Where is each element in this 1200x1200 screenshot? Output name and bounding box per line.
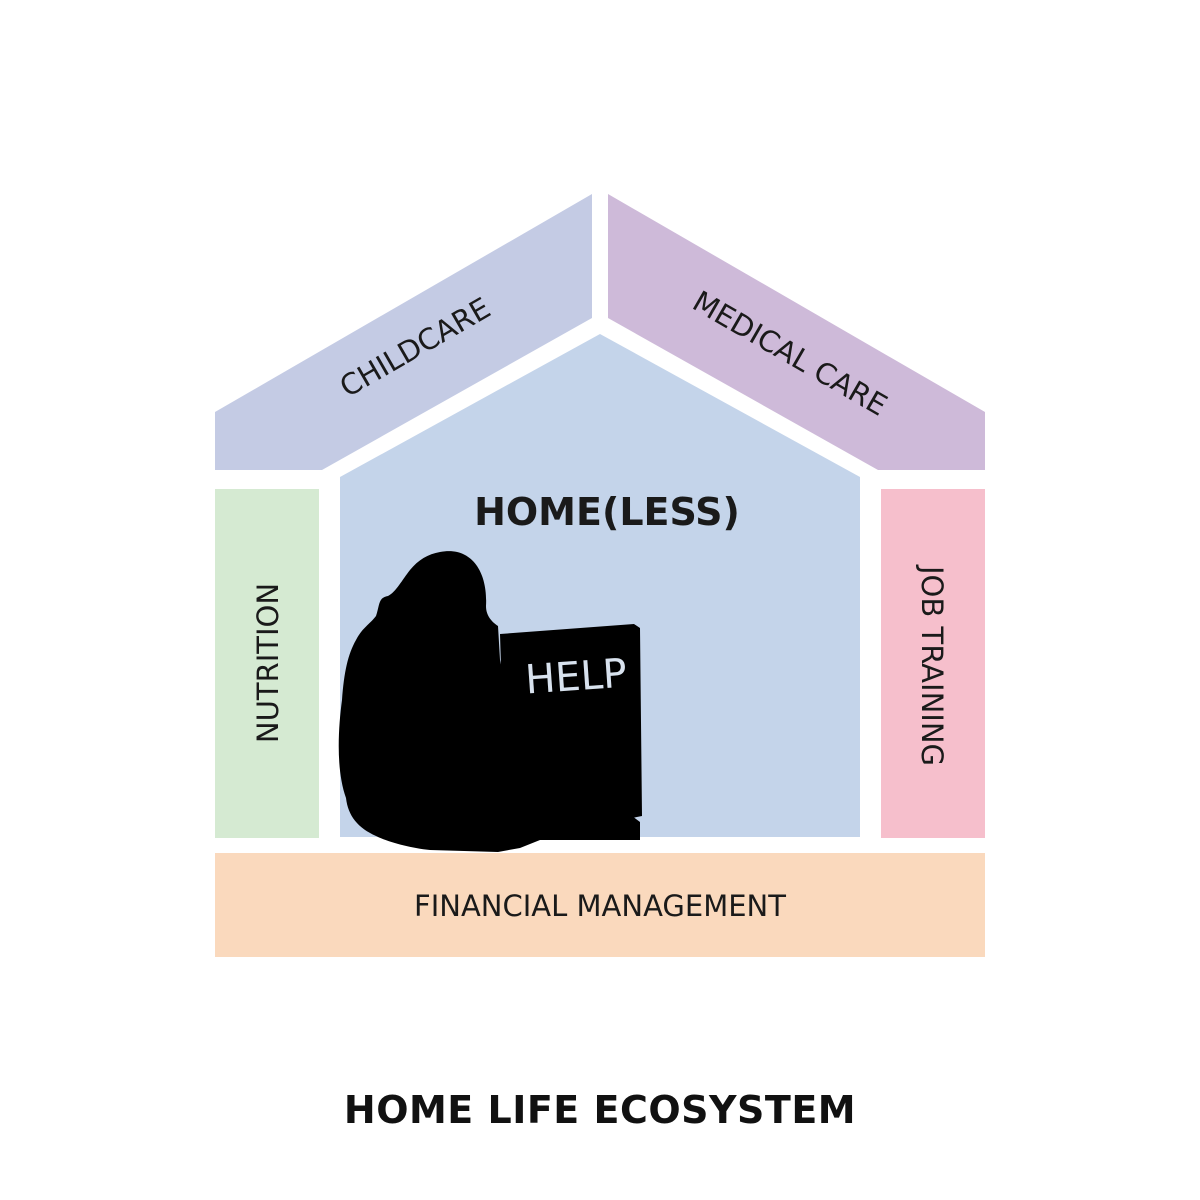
nutrition-segment: NUTRITION <box>215 489 319 838</box>
nutrition-shape <box>215 489 319 838</box>
financial-management-shape <box>215 853 985 957</box>
financial-management-label: FINANCIAL MANAGEMENT <box>414 889 786 923</box>
job-training-shape <box>881 489 985 838</box>
help-sign-text: HELP <box>524 651 629 704</box>
hooded-person-figure: HELP <box>338 551 642 852</box>
diagram-caption: HOME LIFE ECOSYSTEM <box>343 1088 857 1132</box>
help-sign-board <box>500 624 642 818</box>
job-training-segment: JOB TRAINING <box>881 489 985 838</box>
medical-care-shape <box>608 194 985 470</box>
job-training-label: JOB TRAINING <box>915 564 949 766</box>
childcare-shape <box>215 194 592 470</box>
nutrition-label: NUTRITION <box>251 583 285 743</box>
financial-management-segment: FINANCIAL MANAGEMENT <box>215 853 985 957</box>
person-silhouette <box>338 551 640 852</box>
center-title: HOME(LESS) <box>474 490 740 534</box>
